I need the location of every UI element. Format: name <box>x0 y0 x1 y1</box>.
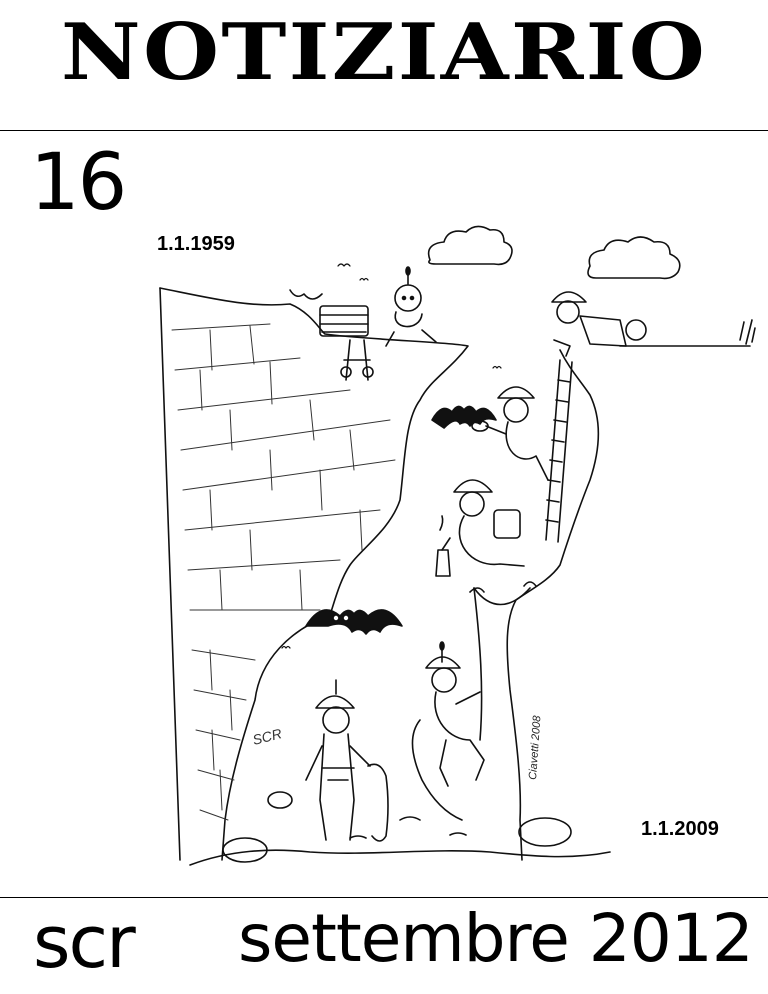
bat-upper <box>431 405 497 429</box>
bat-lower <box>305 609 403 635</box>
bottom-divider <box>0 897 768 898</box>
masthead-title: NOTIZIARIO <box>60 7 708 98</box>
artist-signature: Ciavetti 2008 <box>527 714 544 780</box>
caver-top-right <box>551 291 647 357</box>
issue-number: 16 <box>30 138 127 228</box>
left-cliff <box>159 287 469 861</box>
right-cliff <box>506 319 756 861</box>
caver-seated <box>385 266 437 347</box>
issue-date: settembre 2012 <box>238 900 754 977</box>
wall-graffiti: SCR <box>251 725 284 748</box>
top-divider <box>0 130 768 131</box>
date-end-label: 1.1.2009 <box>641 818 719 840</box>
rope-ladder <box>545 359 573 543</box>
cover-illustration: SCR Ciavetti 2008 <box>159 225 756 866</box>
rope <box>469 581 537 741</box>
caver-rappelling <box>411 641 485 821</box>
cloud-right <box>587 236 681 280</box>
organization-label: scr <box>33 900 136 984</box>
cloud-left <box>427 225 513 266</box>
caver-standing <box>305 679 389 842</box>
supplies-pile <box>289 289 374 381</box>
caver-on-ladder <box>471 386 549 481</box>
flies <box>281 263 502 649</box>
cave-floor <box>189 791 611 866</box>
date-start-label: 1.1.1959 <box>157 233 235 255</box>
caver-crouching <box>435 479 525 577</box>
